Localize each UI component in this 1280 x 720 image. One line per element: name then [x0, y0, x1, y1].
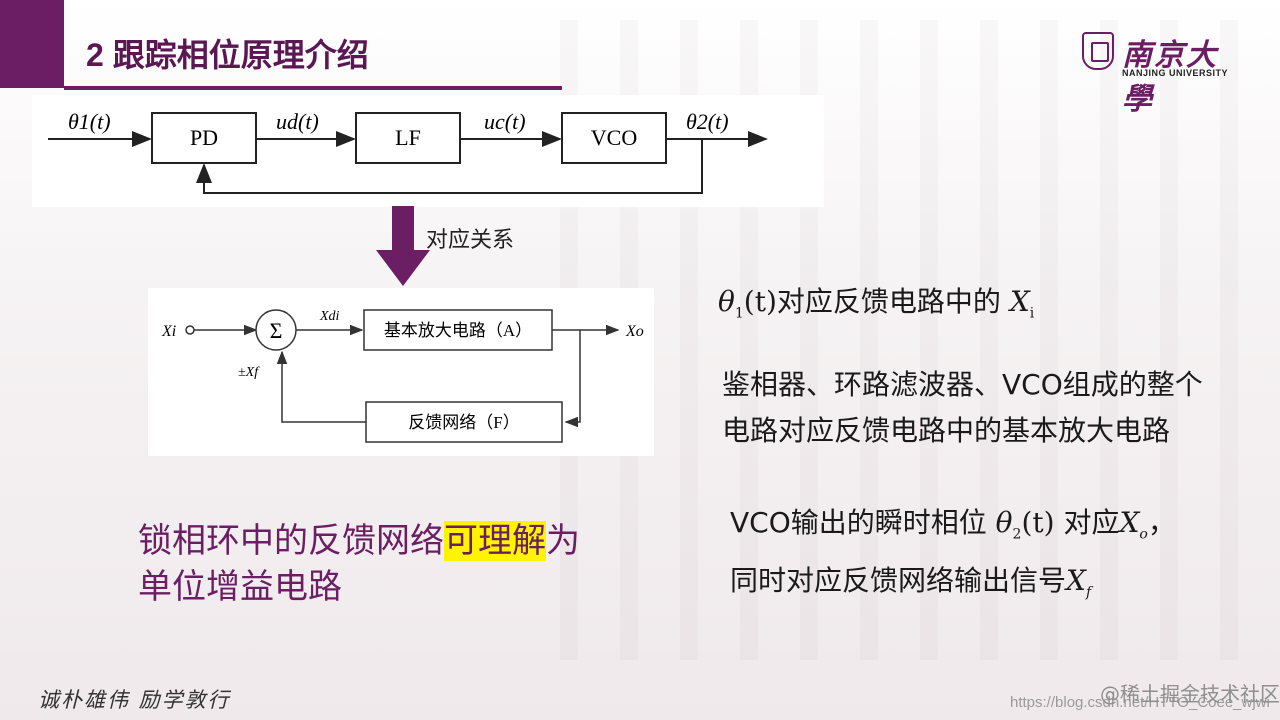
pll-block-diagram: PD LF VCO θ1(t) ud(t) uc(t) θ2(t) [32, 95, 824, 207]
note-output-correspondence: VCO输出的瞬时相位 θ2(t) 对应Xo， 同时对应反馈网络输出信号Xf [730, 500, 1176, 615]
title-underline [64, 86, 562, 90]
note-c-part1: VCO输出的瞬时相位 [730, 506, 987, 539]
university-seal-icon [1082, 32, 1114, 70]
feedback-block-diagram: Σ Xi Xdi Xo ±Xf 基本放大电路（A） 反馈网络（F） [148, 288, 654, 456]
conclusion-highlight: 可理解 [444, 521, 546, 561]
note-c-line2: 同时对应反馈网络输出信号Xf [730, 558, 1176, 616]
university-motto: 诚朴雄伟 励学敦行 [38, 688, 231, 712]
theta1-label: θ1(t) [68, 109, 111, 134]
xdi-label: Xdi [319, 309, 340, 324]
conclusion-after: 为 [546, 521, 580, 561]
vco-label: VCO [591, 125, 637, 150]
theta-arg: (t) [743, 285, 777, 318]
uc-label: uc(t) [484, 109, 526, 134]
xf-subscript: f [1085, 584, 1092, 601]
theta2-label: θ2(t) [686, 109, 729, 134]
pd-label: PD [190, 125, 218, 150]
note-c-part2: 对应 [1063, 506, 1120, 539]
note-b-line2: 电路对应反馈电路中的基本放大电路 [722, 414, 1171, 447]
xo-symbol: X [1119, 506, 1140, 539]
note-c-line1: VCO输出的瞬时相位 θ2(t) 对应Xo， [730, 500, 1176, 558]
correspondence-label: 对应关系 [426, 228, 515, 253]
lf-label: LF [395, 125, 421, 150]
title-accent-bar [0, 0, 64, 88]
note-b-line1: 鉴相器、环路滤波器、VCO组成的整个 [722, 368, 1203, 401]
xi-symbol: X [1009, 285, 1030, 318]
logo-english-name: NANJING UNIVERSITY [1122, 68, 1229, 78]
feedback-network-label: 反馈网络（F） [408, 413, 519, 432]
xi-subscript: i [1029, 305, 1035, 322]
xi-label: Xi [161, 323, 176, 340]
xf-label: ±Xf [238, 365, 260, 380]
xf-symbol: X [1066, 563, 1086, 597]
theta2-arg: (t) [1021, 506, 1055, 539]
amplifier-block [363, 309, 553, 351]
vco-block [561, 112, 667, 164]
conclusion-before: 锁相环中的反馈网络 [138, 521, 444, 561]
note-a-text: 对应反馈电路中的 [776, 285, 1001, 318]
down-arrow-icon [376, 206, 430, 286]
university-logo: 南京大學 NANJING UNIVERSITY [1082, 30, 1242, 117]
theta-symbol: θ [718, 285, 735, 318]
logo-chinese-name: 南京大學 [1122, 38, 1218, 117]
theta2-symbol: θ [995, 506, 1013, 539]
slide-title: 2 跟踪相位原理介绍 [86, 37, 369, 73]
feedback-network-block [365, 401, 563, 443]
ud-label: ud(t) [276, 109, 319, 134]
note-c-comma: ， [1147, 506, 1176, 539]
note-amplifier-correspondence: 鉴相器、环路滤波器、VCO组成的整个 电路对应反馈电路中的基本放大电路 [722, 362, 1203, 454]
theta2-subscript: 2 [1012, 526, 1022, 543]
conclusion-line1: 锁相环中的反馈网络可理解为 [138, 518, 580, 564]
xo-label: Xo [625, 323, 644, 340]
note-c-line2-text: 同时对应反馈网络输出信号 [730, 563, 1067, 597]
amplifier-label: 基本放大电路（A） [384, 321, 532, 340]
watermark-url: https://blog.csdn.net/HTTO_Coee_wjwi [1010, 694, 1270, 711]
xo-subscript: o [1139, 526, 1148, 543]
note-input-correspondence: θ1(t)对应反馈电路中的 Xi [718, 280, 1034, 322]
conclusion-text: 锁相环中的反馈网络可理解为 单位增益电路 [138, 518, 580, 610]
theta-subscript: 1 [734, 305, 744, 322]
conclusion-line2: 单位增益电路 [138, 567, 342, 607]
watermark-brand: @稀土掘金技术社区 [1100, 682, 1280, 706]
sum-symbol: Σ [270, 318, 283, 343]
